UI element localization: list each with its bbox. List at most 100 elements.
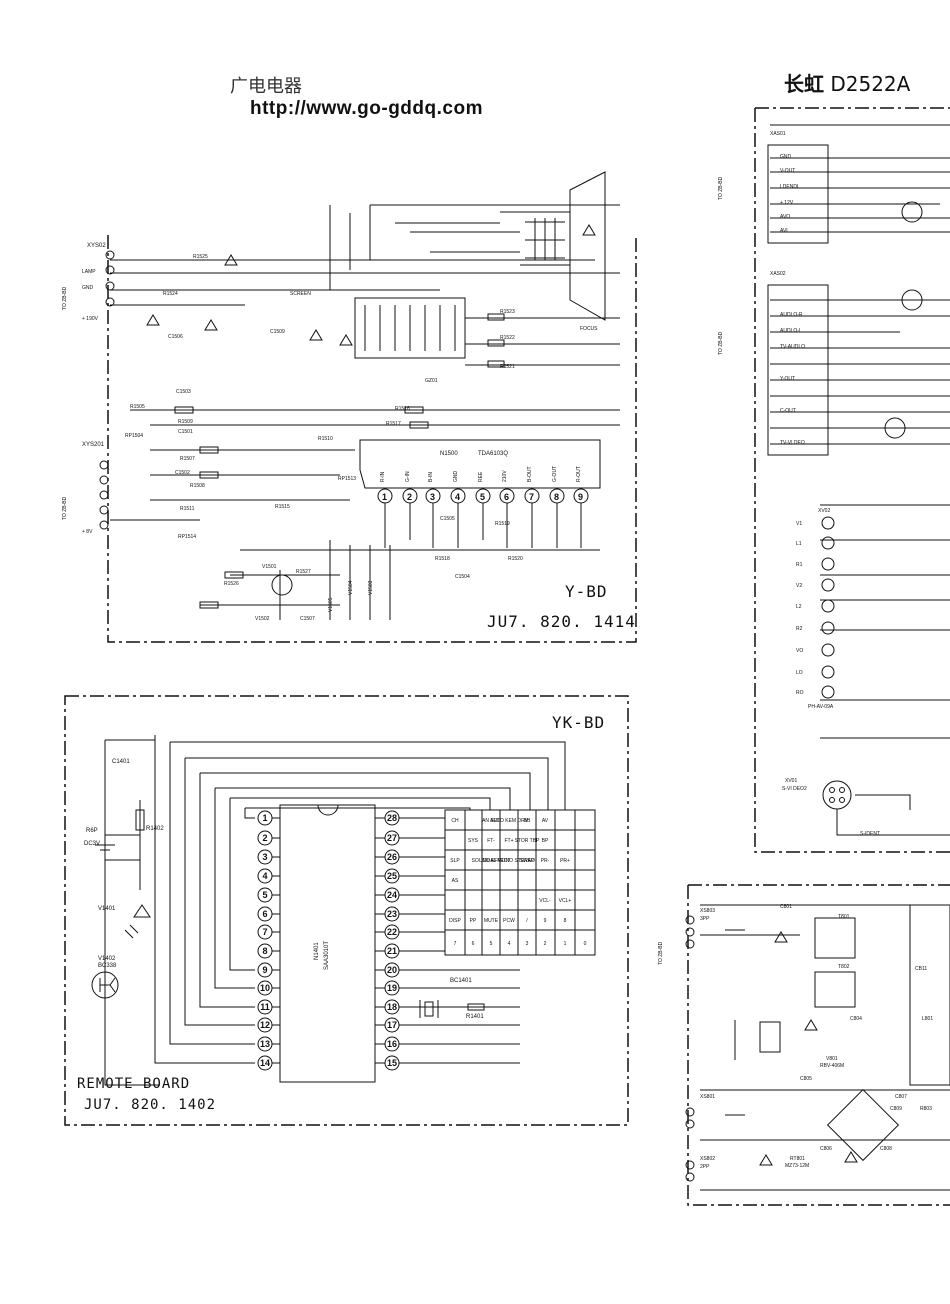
keypad-key-label: PR- (541, 858, 550, 864)
yk-bd-left-pin-circle (257, 943, 273, 959)
y-bd-pin-6: 6 (504, 492, 509, 502)
keypad-key-label: SLP (450, 858, 460, 864)
y-bd-ic-labels: N1500 TDA6103Q R-IN G-IN B-IN GND REE 21… (380, 451, 582, 482)
keypad-key-label: / (526, 918, 528, 924)
yk-bd-right-pin-circle (384, 887, 400, 903)
yk-bd-right-pin-circle (384, 962, 400, 978)
y-bd-label-gnd: GND (82, 285, 94, 291)
av-connector-xv02: XV02 (818, 508, 830, 514)
power-bd-labels: XS8033PPXS801XS8022PPC801T801T802C804C80… (658, 904, 933, 1170)
y-bd-label-r1517: R1517 (386, 421, 401, 427)
yk-bd-left-pin-number: 4 (262, 871, 267, 881)
power-label: C806 (820, 1146, 832, 1152)
keypad-key-label: 2 (544, 941, 547, 947)
av-label: AVO (780, 214, 790, 220)
y-bd-label-8v: + 8V (82, 529, 93, 535)
y-bd-label-lamp: LAMP (82, 269, 96, 275)
av-label: + 12V (780, 200, 794, 206)
av-label: TV-VI DEO (780, 440, 805, 446)
yk-bd-label-dc3v: DC3V (84, 841, 100, 847)
keypad-key-label: AV (542, 818, 549, 824)
av-label: I DENDI (780, 184, 798, 190)
keypad-key-label: PCW (503, 918, 515, 924)
site-url[interactable]: http://www.go-gddq.com (250, 98, 483, 119)
yk-bd-code: JU7. 820. 1402 (84, 1097, 217, 1113)
yk-bd-left-pin-number: 12 (260, 1020, 270, 1030)
av-jack-label: V2 (796, 583, 802, 589)
keypad-key-label: CH (451, 818, 459, 824)
y-bd-ic-pin-label-8: G-OUT (552, 466, 558, 482)
yk-bd-right-pin-number: 18 (387, 1002, 397, 1012)
y-bd-label-r1515: R1515 (275, 504, 290, 510)
yk-bd-right-pin-number: 21 (387, 946, 397, 956)
yk-bd-left-pin-circle (257, 810, 273, 826)
av-label: PH-AV-09A (808, 704, 834, 710)
y-bd-label-r1525: R1525 (193, 254, 208, 260)
keypad-key-label: SYS (468, 838, 479, 844)
keypad-key-label: AS (452, 878, 459, 884)
av-jack-label: R2 (796, 626, 803, 632)
yk-bd-left-pin-circle (257, 980, 273, 996)
power-label: C804 (850, 1016, 862, 1022)
av-label: S-VI DEO2 (782, 786, 807, 792)
power-label: R803 (920, 1106, 932, 1112)
power-label: XS803 (700, 908, 715, 914)
keypad-key-label: DISP (449, 918, 461, 924)
av-to-zb-bd: TO ZB-BD (718, 331, 724, 355)
y-bd-label-r1510: R1510 (318, 436, 333, 442)
av-label: TV-AUDI O (780, 344, 805, 350)
yk-bd-left-pin-number: 6 (262, 909, 267, 919)
y-bd-to-zb-bd-top: TO ZB-BD (62, 286, 68, 310)
yk-bd-ic-name: N1401 (314, 942, 320, 960)
y-bd-pin-3: 3 (430, 492, 435, 502)
yk-bd-right-pin-number: 15 (387, 1058, 397, 1068)
keypad-key-label: 8 (564, 918, 567, 924)
yk-bd-left-pin-circle (257, 906, 273, 922)
yk-bd-left-pin-number: 9 (262, 965, 267, 975)
av-jack-label: R1 (796, 562, 803, 568)
keypad-key-label: SWAP (520, 858, 535, 864)
y-bd-label-c1503: C1503 (176, 389, 191, 395)
y-bd-name: Y-BD (565, 582, 608, 601)
y-bd-label-r1518: R1518 (435, 556, 450, 562)
keypad-key-label: BP (542, 838, 549, 844)
av-jack-label: VO (796, 648, 803, 654)
y-bd-label-c1507: C1507 (300, 616, 315, 622)
y-bd-label-c1504: C1504 (455, 574, 470, 580)
keypad-key-label: VCL- (539, 898, 551, 904)
power-label: L801 (922, 1016, 933, 1022)
yk-bd-labels: C1401 R1402 R6P DC3V V1401 V1402 BC338 B… (84, 759, 484, 1020)
y-bd-ic-pin-label-9: R-OUT (576, 466, 582, 482)
y-bd-label-r1526: R1526 (224, 581, 239, 587)
y-bd-label-r1507: R1507 (180, 456, 195, 462)
yk-bd-right-pin-circle (384, 980, 400, 996)
y-bd-ic-part: TDA6103Q (478, 451, 508, 457)
y-bd-label-v1504: V1504 (348, 580, 354, 595)
keypad-key-label: VCL+ (559, 898, 572, 904)
keypad-key-label: PP (470, 918, 477, 924)
power-label: C801 (780, 904, 792, 910)
y-bd-label-screen: SCREEN (290, 291, 311, 297)
power-to-zb-bd: TO ZB-BD (658, 941, 664, 965)
av-label: V-OUT (780, 168, 795, 174)
y-bd-label-r1516: R1516 (395, 406, 410, 412)
yk-bd-right-pin-circle (384, 830, 400, 846)
yk-bd-left-pin-number: 13 (260, 1039, 270, 1049)
yk-bd-right-pin-circle (384, 810, 400, 826)
yk-bd-right-pin-number: 20 (387, 965, 397, 975)
y-bd-label-rp1513: RP1513 (338, 476, 356, 482)
y-bd-label-v1503: V1503 (368, 580, 374, 595)
y-bd-ic-name: N1500 (440, 451, 458, 457)
av-connector-xv01: XV01 (785, 778, 797, 784)
yk-bd-left-pin-number: 3 (262, 852, 267, 862)
av-label: AUDI O-L (780, 328, 802, 334)
yk-bd-left-pin-circle (257, 830, 273, 846)
av-jack-label: L2 (796, 604, 802, 610)
yk-bd-left-pin-circle (257, 999, 273, 1015)
y-bd-label-c1506: C1506 (168, 334, 183, 340)
yk-bd-right-pin-number: 17 (387, 1020, 397, 1030)
av-connector-xas02: XAS02 (770, 271, 786, 277)
yk-bd-left-pin-number: 8 (262, 946, 267, 956)
yk-bd-label-r1401: R1401 (466, 1014, 484, 1020)
